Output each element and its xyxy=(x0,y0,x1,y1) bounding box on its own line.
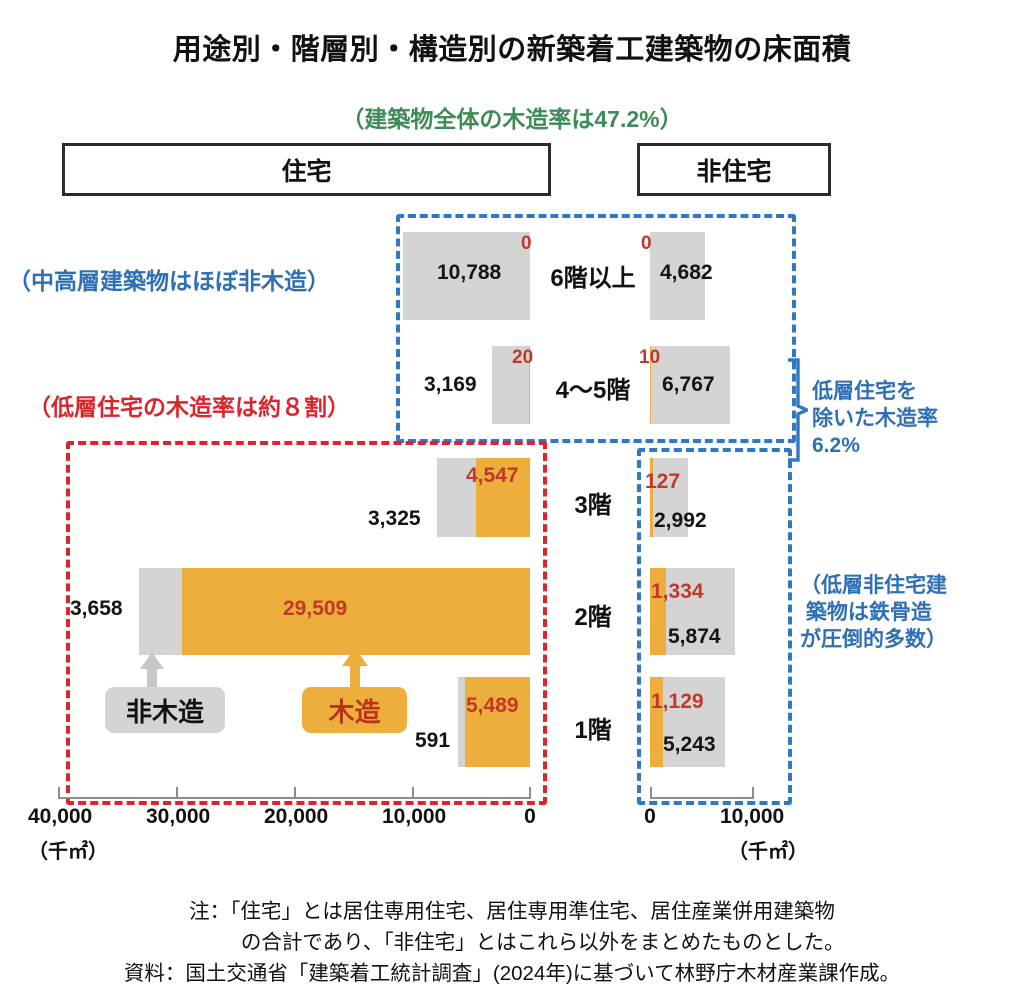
bar-residential-4-5f xyxy=(492,346,530,424)
bar-residential-6f-plus xyxy=(403,232,530,320)
bar-segment-wood xyxy=(650,677,663,767)
value-residential-wood-1f: 5,489 xyxy=(466,694,519,717)
value-nonres-nonwood-3f: 2,992 xyxy=(654,509,707,532)
value-residential-nonwood-6f: 10,788 xyxy=(437,261,502,284)
value-nonres-wood-6f: 0 xyxy=(641,233,652,254)
blue-bracket-icon xyxy=(788,358,808,462)
axis-line-right xyxy=(650,797,753,799)
region-box-low-rise-non-residential xyxy=(637,448,792,805)
bar-segment-wood xyxy=(650,346,651,424)
axis-label-left-40000: 40,000 xyxy=(28,805,93,828)
legend-label-wood: 木造 xyxy=(328,696,381,727)
bar-segment-non-wood xyxy=(437,458,476,537)
axis-tick-left-0 xyxy=(529,787,531,799)
value-residential-wood-45f: 20 xyxy=(512,347,534,368)
legend-item-wood: 木造 xyxy=(302,687,407,733)
axis-tick-right-0 xyxy=(650,787,652,799)
bar-residential-1f xyxy=(458,677,530,767)
value-residential-nonwood-1f: 591 xyxy=(415,729,451,752)
bar-segment-non-wood xyxy=(650,232,705,320)
value-nonres-wood-45f: 10 xyxy=(639,347,661,368)
value-residential-wood-6f: 0 xyxy=(521,233,532,254)
category-header-residential-label: 住宅 xyxy=(281,157,332,186)
bar-segment-non-wood xyxy=(653,458,688,537)
bar-segment-non-wood xyxy=(403,232,530,320)
bar-non-residential-2f xyxy=(650,568,735,655)
bar-segment-wood xyxy=(650,458,653,537)
axis-tick-right-10000 xyxy=(752,787,754,799)
region-box-mid-high-rise xyxy=(396,214,796,443)
bar-segment-non-wood xyxy=(492,346,529,424)
axis-label-left-20000: 20,000 xyxy=(264,805,329,828)
bar-segment-wood xyxy=(529,346,530,424)
value-residential-wood-3f: 4,547 xyxy=(466,464,519,487)
row-label-4-5f: 4〜5階 xyxy=(555,377,631,404)
category-header-non-residential-label: 非住宅 xyxy=(696,157,772,186)
axis-label-right-0: 0 xyxy=(644,805,656,828)
annotation-mid-high-rise: （中高層建築物はほぼ非木造） xyxy=(8,268,330,294)
footnote: 注：「住宅」とは居住専用住宅、居住専用準住宅、居住産業併用建築物 の合計であり、… xyxy=(123,900,901,986)
legend-item-non-wood: 非木造 xyxy=(105,687,225,733)
bar-residential-2f xyxy=(139,568,530,655)
value-nonres-nonwood-2f: 5,874 xyxy=(668,625,721,648)
legend-label-non-wood: 非木造 xyxy=(125,696,204,727)
axis-tick-left-40000 xyxy=(58,787,60,799)
value-residential-nonwood-3f: 3,325 xyxy=(368,507,421,530)
category-header-non-residential: 非住宅 xyxy=(637,143,831,196)
row-label-6f-plus: 6階以上 xyxy=(550,265,636,292)
row-label-2f: 2階 xyxy=(574,604,612,631)
value-nonres-nonwood-45f: 6,767 xyxy=(662,373,715,396)
axis-tick-left-10000 xyxy=(412,787,414,799)
axis-tick-left-30000 xyxy=(176,787,178,799)
value-nonres-wood-3f: 127 xyxy=(645,470,681,493)
legend-arrow-non-wood xyxy=(140,652,164,692)
page-title: 用途別・階層別・構造別の新築着工建築物の床面積 xyxy=(172,34,852,66)
axis-label-right-10000: 10,000 xyxy=(720,805,785,828)
bar-non-residential-3f xyxy=(650,458,688,537)
bar-segment-wood xyxy=(476,458,530,537)
bar-residential-3f xyxy=(437,458,530,537)
legend-arrow-wood xyxy=(342,648,368,692)
annotation-low-rise-wood-rate: （低層住宅の木造率は約８割） xyxy=(28,394,350,420)
bar-segment-non-wood xyxy=(651,346,730,424)
bar-segment-wood xyxy=(650,568,666,655)
annotation-steel-frame-dominant: （低層非住宅建 築物は鉄骨造 が圧倒的多数） xyxy=(800,574,947,651)
axis-tick-left-20000 xyxy=(294,787,296,799)
axis-unit-left: （千㎡） xyxy=(28,841,108,863)
axis-label-left-0: 0 xyxy=(524,805,536,828)
row-label-1f: 1階 xyxy=(574,717,612,744)
bar-segment-non-wood xyxy=(663,677,725,767)
value-residential-wood-2f: 29,509 xyxy=(283,597,348,620)
bar-non-residential-1f xyxy=(650,677,725,767)
region-box-low-rise-residential xyxy=(66,441,547,805)
bar-segment-non-wood xyxy=(458,677,465,767)
value-nonres-nonwood-6f: 4,682 xyxy=(660,261,713,284)
overall-wood-rate-note: （建築物全体の木造率は47.2%） xyxy=(341,106,683,132)
value-nonres-wood-1f: 1,129 xyxy=(651,690,704,713)
annotation-wood-rate-excluding-low-rise: 低層住宅を 除いた木造率 6.2% xyxy=(812,380,938,457)
bar-non-residential-4-5f xyxy=(650,346,730,424)
value-residential-nonwood-45f: 3,169 xyxy=(424,373,477,396)
bar-non-residential-6f-plus xyxy=(650,232,705,320)
axis-label-left-10000: 10,000 xyxy=(382,805,447,828)
value-residential-nonwood-2f: 3,658 xyxy=(70,597,123,620)
value-nonres-wood-2f: 1,334 xyxy=(651,580,704,603)
axis-label-left-30000: 30,000 xyxy=(146,805,211,828)
bar-segment-wood xyxy=(465,677,530,767)
row-label-3f: 3階 xyxy=(574,492,612,519)
category-header-residential: 住宅 xyxy=(62,143,551,196)
bar-segment-non-wood xyxy=(139,568,182,655)
bar-segment-non-wood xyxy=(666,568,735,655)
bar-segment-wood xyxy=(182,568,530,655)
value-nonres-nonwood-1f: 5,243 xyxy=(663,733,716,756)
axis-unit-right: （千㎡） xyxy=(728,841,808,863)
